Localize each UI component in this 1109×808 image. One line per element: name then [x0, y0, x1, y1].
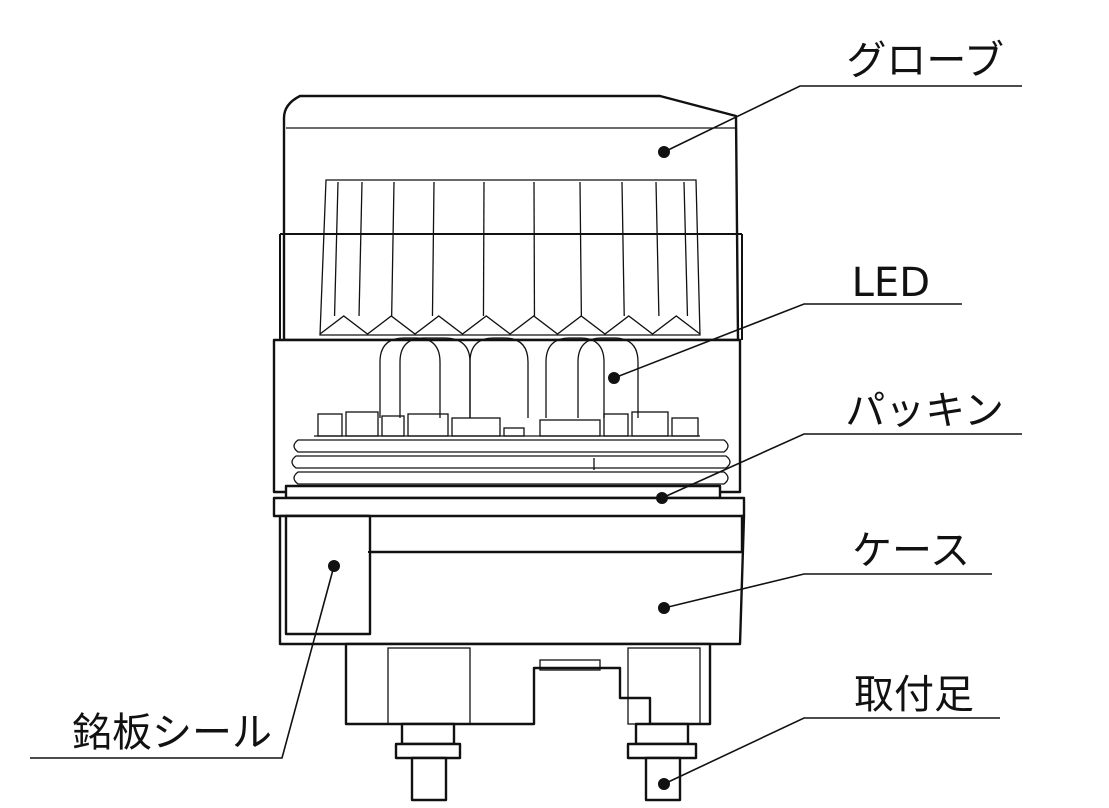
callout-globe — [658, 85, 1022, 158]
globe-rib — [391, 181, 395, 317]
globe — [279, 94, 743, 342]
globe-rib — [655, 181, 660, 317]
globe-rib — [333, 181, 339, 317]
globe-rib — [683, 181, 689, 317]
mount-foot-left — [394, 722, 462, 802]
globe-rib — [579, 181, 583, 317]
globe-rib — [358, 181, 363, 317]
globe-rib — [621, 181, 625, 317]
label-case: ケース — [852, 528, 970, 574]
label-led: LED — [852, 260, 930, 306]
callout-case — [658, 573, 992, 614]
label-packing: パッキン — [845, 388, 1004, 434]
label-globe: グローブ — [846, 38, 1004, 84]
base — [344, 642, 712, 726]
callout-mount — [658, 717, 1000, 790]
callout-packing — [656, 433, 1022, 504]
globe-rib — [431, 181, 435, 317]
globe-rib — [482, 181, 485, 317]
case — [272, 496, 746, 646]
pcb-components — [314, 411, 700, 437]
led-section — [272, 337, 742, 500]
packing — [284, 484, 722, 500]
label-nameplate: 銘板シール — [72, 710, 272, 756]
nameplate-seal — [284, 514, 372, 636]
callout-led — [608, 303, 962, 384]
thread — [291, 439, 731, 485]
label-mount: 取付足 — [854, 672, 974, 718]
led-domes — [379, 337, 639, 418]
callout-nameplate — [30, 560, 340, 759]
